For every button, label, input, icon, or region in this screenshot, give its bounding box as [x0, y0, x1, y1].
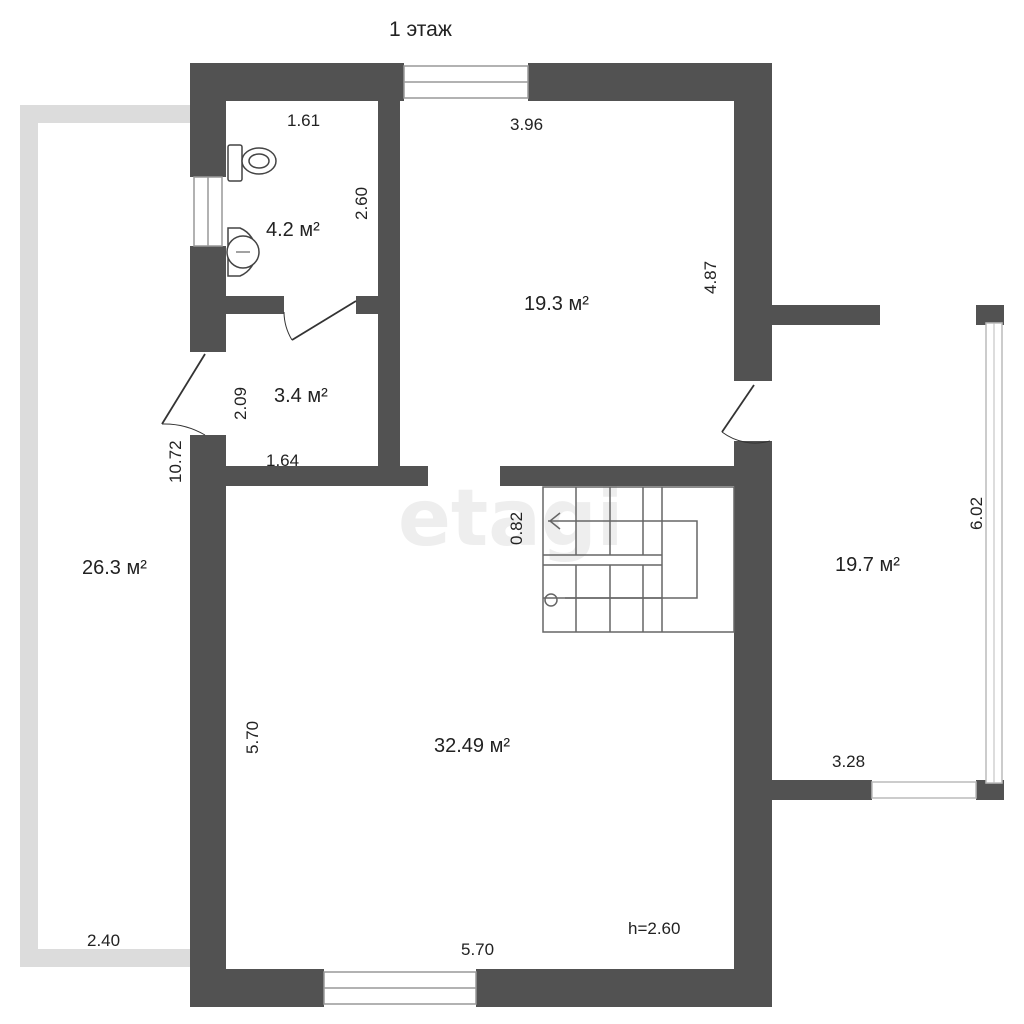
main-room-width: 5.70 — [461, 940, 494, 959]
ceiling-height: h=2.60 — [628, 919, 680, 938]
main-room-area: 32.49 м² — [434, 735, 510, 757]
doors — [161, 300, 771, 444]
floor-title: 1 этаж — [389, 18, 452, 41]
stairs-width: 0.82 — [507, 512, 526, 545]
left-terrace — [20, 105, 190, 967]
room-top-height: 4.87 — [701, 261, 720, 294]
right-terrace-width: 3.28 — [832, 752, 865, 771]
sink-icon — [226, 227, 260, 277]
left-terrace-area: 26.3 м² — [82, 557, 147, 579]
hall-small-width: 1.64 — [266, 451, 299, 470]
stairs-icon — [542, 486, 735, 633]
right-terrace — [772, 305, 1004, 800]
bathroom-width: 1.61 — [287, 111, 320, 130]
right-terrace-height: 6.02 — [967, 497, 986, 530]
left-terrace-height: 10.72 — [166, 440, 185, 483]
toilet-icon — [227, 144, 277, 182]
hall-small-height: 2.09 — [231, 387, 250, 420]
main-room-height: 5.70 — [243, 721, 262, 754]
hall-small-area: 3.4 м² — [274, 385, 328, 407]
room-top-area: 19.3 м² — [524, 293, 589, 315]
watermark: etagi — [398, 474, 623, 564]
bathroom-area: 4.2 м² — [266, 219, 320, 241]
right-terrace-area: 19.7 м² — [835, 554, 900, 576]
windows — [193, 65, 529, 1005]
bathroom-height: 2.60 — [352, 187, 371, 220]
exterior-walls — [190, 63, 772, 1007]
left-terrace-width: 2.40 — [87, 931, 120, 950]
room-top-width: 3.96 — [510, 115, 543, 134]
interior-walls — [226, 101, 734, 486]
